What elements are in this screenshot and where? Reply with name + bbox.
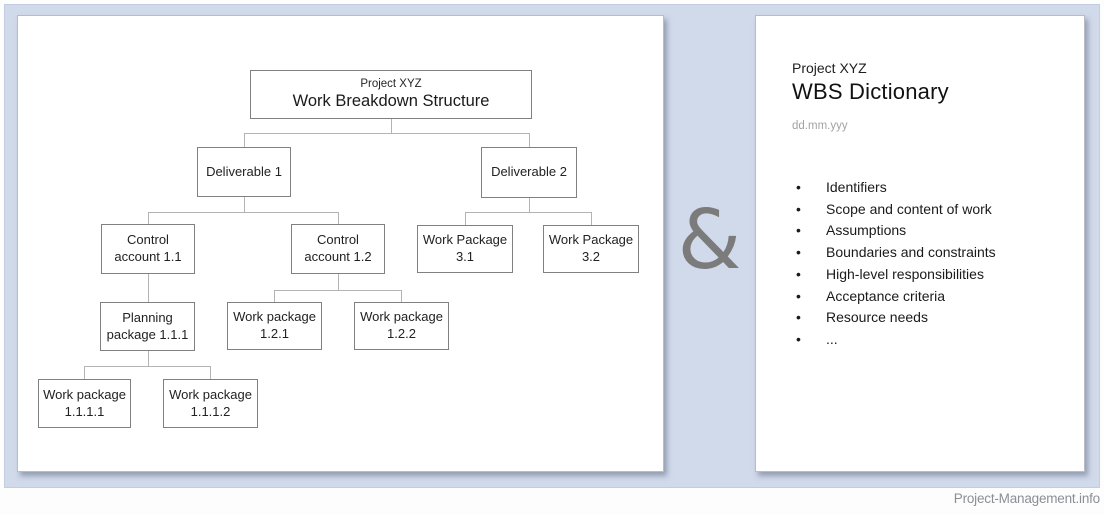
connector-line [84,366,211,367]
wbs-node-work-package-1-1-1-1: Work package 1.1.1.1 [38,379,131,428]
connector-line [244,133,245,147]
wbs-node-work-package-3-1: Work Package 3.1 [417,225,513,273]
connector-line [465,212,592,213]
list-item: Scope and content of work [796,199,1074,221]
wbs-node-planning-package-1-1-1: Planning package 1.1.1 [100,302,195,351]
connector-line [591,212,592,225]
wbs-dictionary-card: Project XYZ WBS Dictionary dd.mm.yyy Ide… [755,15,1085,472]
connector-line [338,274,339,291]
connector-line [148,274,149,302]
connector-line [401,290,402,302]
wbs-node-work-package-1-1-1-2: Work package 1.1.1.2 [163,379,258,428]
site-credit: Project-Management.info [953,491,1100,506]
wbs-root-project-label: Project XYZ [360,78,422,90]
list-item: Assumptions [796,220,1074,242]
wbs-node-control-account-1-2: Control account 1.2 [291,224,385,274]
wbs-node-work-package-1-2-1: Work package 1.2.1 [227,302,322,350]
dictionary-project-label: Project XYZ [792,60,867,76]
connector-line [84,366,85,379]
wbs-node-work-package-3-2: Work Package 3.2 [543,225,639,273]
connector-line [244,133,530,134]
list-item: Boundaries and constraints [796,242,1074,264]
dictionary-item-list: Identifiers Scope and content of work As… [796,177,1074,351]
connector-line [148,212,149,224]
list-item: ... [796,329,1074,351]
dictionary-title: WBS Dictionary [792,79,949,104]
list-item: Resource needs [796,307,1074,329]
wbs-root-title-label: Work Breakdown Structure [292,92,490,111]
list-item: Acceptance criteria [796,286,1074,308]
connector-line [391,119,392,134]
connector-line [274,290,402,291]
wbs-node-control-account-1-1: Control account 1.1 [101,224,195,274]
wbs-chart-card: Project XYZ Work Breakdown Structure Del… [17,15,664,472]
connector-line [338,212,339,224]
wbs-node-deliverable-2: Deliverable 2 [481,147,577,198]
wbs-root-node: Project XYZ Work Breakdown Structure [250,70,532,119]
ampersand-separator: & [677,192,742,288]
connector-line [529,133,530,147]
connector-line [148,212,339,213]
connector-line [148,351,149,367]
connector-line [465,212,466,225]
connector-line [244,197,245,213]
dictionary-date-placeholder: dd.mm.yyy [792,120,848,132]
list-item: Identifiers [796,177,1074,199]
wbs-node-deliverable-1: Deliverable 1 [197,147,291,197]
connector-line [529,198,530,213]
wbs-node-work-package-1-2-2: Work package 1.2.2 [354,302,449,350]
connector-line [210,366,211,379]
list-item: High-level responsibilities [796,264,1074,286]
connector-line [274,290,275,302]
